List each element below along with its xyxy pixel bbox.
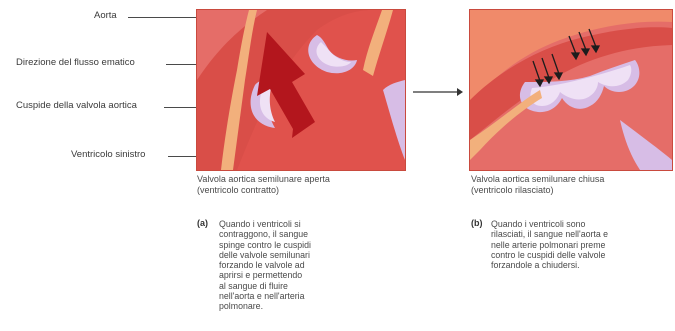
panel-a-desc-line: contraggono, il sangue [219, 229, 311, 239]
panel-b-desc-line: Quando i ventricoli sono [491, 219, 608, 229]
panel-b-description: Quando i ventricoli sono rilasciati, il … [491, 219, 608, 270]
panel-b-caption-line2: (ventricolo rilasciato) [471, 185, 604, 196]
panel-a-desc-line: nell'aorta e nell'arteria [219, 291, 311, 301]
panel-a-desc-line: Quando i ventricoli si [219, 219, 311, 229]
panel-b-desc-line: forzandole a chiudersi. [491, 260, 608, 270]
panel-a-description: Quando i ventricoli si contraggono, il s… [219, 219, 311, 312]
panel-a-desc-line: aprirsi e permettendo [219, 270, 311, 280]
panel-a-caption-line1: Valvola aortica semilunare aperta [197, 174, 330, 185]
closed-valve-drawing [470, 10, 672, 170]
label-ventricle: Ventricolo sinistro [71, 149, 145, 160]
panel-b-desc-line: contro le cuspidi delle valvole [491, 250, 608, 260]
between-panels-arrow [413, 85, 463, 103]
panel-b-desc-line: rilasciati, il sangue nell'aorta e [491, 229, 608, 239]
panel-a-caption-line2: (ventricolo contratto) [197, 185, 330, 196]
panel-b-caption: Valvola aortica semilunare chiusa (ventr… [471, 174, 604, 195]
panel-a-caption: Valvola aortica semilunare aperta (ventr… [197, 174, 330, 195]
panel-b-tag: (b) [471, 218, 483, 228]
label-flow-direction: Direzione del flusso ematico [16, 57, 135, 68]
label-aorta: Aorta [94, 10, 117, 21]
panel-a-desc-line: al sangue di fluire [219, 281, 311, 291]
panel-a-desc-line: delle valvole semilunari [219, 250, 311, 260]
panel-b-caption-line1: Valvola aortica semilunare chiusa [471, 174, 604, 185]
open-valve-drawing [197, 10, 405, 170]
panel-b-illustration [469, 9, 673, 171]
panel-a-illustration [196, 9, 406, 171]
panel-a-tag: (a) [197, 218, 208, 228]
label-cusp: Cuspide della valvola aortica [16, 100, 137, 111]
panel-b-desc-line: nelle arterie polmonari preme [491, 240, 608, 250]
panel-a-desc-line: polmonare. [219, 301, 311, 311]
panel-a-desc-line: forzando le valvole ad [219, 260, 311, 270]
panel-a-desc-line: spinge contro le cuspidi [219, 240, 311, 250]
